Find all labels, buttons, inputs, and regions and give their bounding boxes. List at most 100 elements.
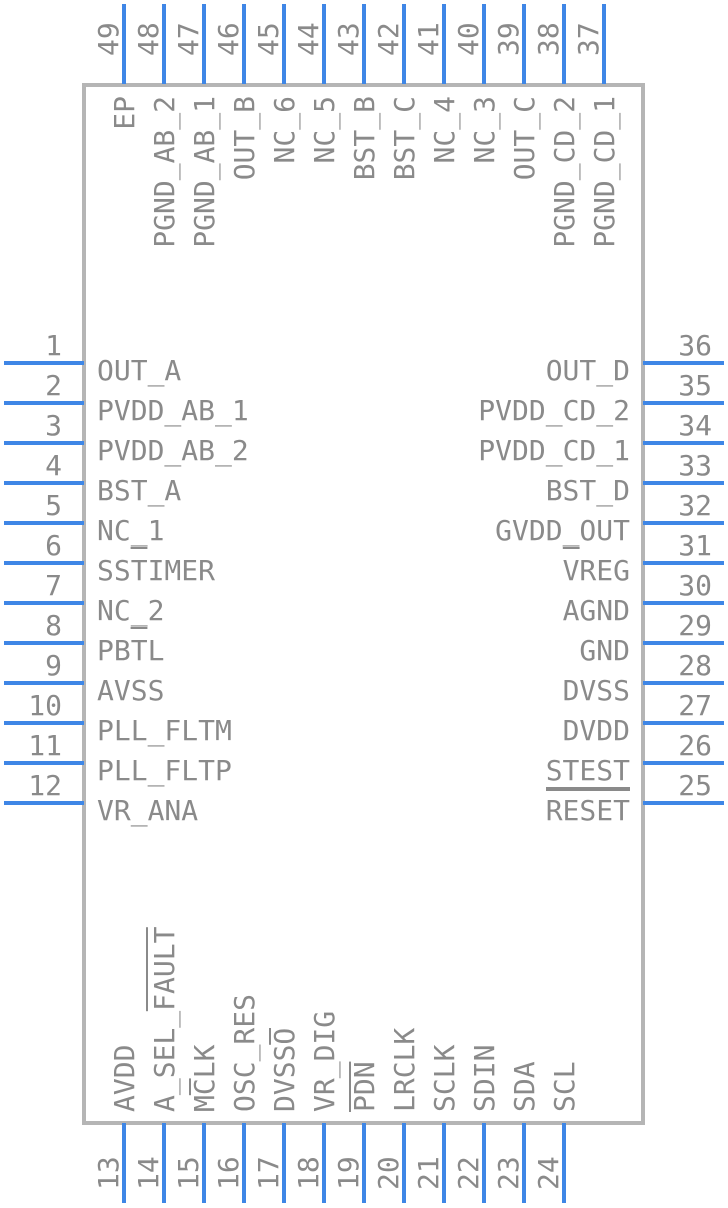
pin-number: 9 xyxy=(45,649,62,682)
pin-number: 24 xyxy=(532,1156,565,1190)
pin-label-dvdd: DVDD xyxy=(563,714,630,747)
pin-label-nc-4: NC_4 xyxy=(428,96,462,163)
pin-number: 5 xyxy=(45,489,62,522)
pin-label-pgnd-ab-1: PGND_AB_1 xyxy=(188,96,222,248)
pin-number: 31 xyxy=(678,529,712,562)
pin-number: 36 xyxy=(678,329,712,362)
pin-label-bst-d: BST_D xyxy=(546,474,630,508)
pin-label-gnd: GND xyxy=(579,634,630,667)
pin-number: 23 xyxy=(492,1156,525,1190)
pin-label-bst-a: BST_A xyxy=(97,474,181,508)
pin-label-osc-res: OSC_RES xyxy=(228,994,262,1112)
pin-label-sdin: SDIN xyxy=(468,1045,501,1112)
pin-label-scl: SCL xyxy=(548,1061,581,1112)
pin-label-dvss: DVSS xyxy=(563,674,630,707)
pin-number: 35 xyxy=(678,369,712,402)
pin-label-avdd: AVDD xyxy=(108,1045,141,1112)
pin-number: 46 xyxy=(212,22,245,56)
bottom-pins: 13AVDD14A_SEL_FAULT15MCLK16OSC_RES17DVSS… xyxy=(92,926,581,1203)
pin-number: 15 xyxy=(172,1156,205,1190)
pin-number: 34 xyxy=(678,409,712,442)
pin-label-pvdd-cd-2: PVDD_CD_2 xyxy=(478,394,630,428)
pin-label-pvdd-ab-1: PVDD_AB_1 xyxy=(97,394,249,428)
pin-number: 25 xyxy=(678,769,712,802)
pin-label-pgnd-ab-2: PGND_AB_2 xyxy=(148,96,182,248)
pin-label-sclk: SCLK xyxy=(428,1044,461,1112)
pin-label-gvdd-out: GVDD_OUT xyxy=(495,514,630,548)
pin-label-pvdd-cd-1: PVDD_CD_1 xyxy=(478,434,630,468)
pin-label-pgnd-cd-1: PGND_CD_1 xyxy=(588,96,622,248)
pin-label-nc-2: NC_2 xyxy=(97,594,164,628)
pin-number: 42 xyxy=(372,22,405,56)
pin-label-out-c: OUT_C xyxy=(508,96,542,180)
pin-number: 27 xyxy=(678,689,712,722)
pin-label-out-a: OUT_A xyxy=(97,354,181,388)
pin-label-vr-ana: VR_ANA xyxy=(97,794,198,828)
pin-number: 6 xyxy=(45,529,62,562)
pin-label-vr-dig: VR_DIG xyxy=(308,1011,342,1112)
pin-label-a-sel-fault: A_SEL_FAULT xyxy=(148,926,182,1112)
pin-label-pbtl: PBTL xyxy=(97,634,164,667)
pin-number: 12 xyxy=(28,769,62,802)
pin-label-nc-1: NC_1 xyxy=(97,514,164,548)
pin-label-stest: STEST xyxy=(546,754,630,787)
pin-number: 45 xyxy=(252,22,285,56)
pin-number: 22 xyxy=(452,1156,485,1190)
pin-label-nc-5: NC_5 xyxy=(308,96,342,163)
pin-number: 37 xyxy=(572,22,605,56)
pin-number: 1 xyxy=(45,329,62,362)
pin-label-out-d: OUT_D xyxy=(546,354,630,388)
pin-number: 48 xyxy=(132,22,165,56)
pin-number: 32 xyxy=(678,489,712,522)
pin-number: 4 xyxy=(45,449,62,482)
pin-label-sda: SDA xyxy=(508,1061,541,1112)
pin-number: 13 xyxy=(92,1156,125,1190)
pin-number: 11 xyxy=(28,729,62,762)
pin-label-pgnd-cd-2: PGND_CD_2 xyxy=(548,96,582,248)
pin-number: 3 xyxy=(45,409,62,442)
pin-number: 49 xyxy=(92,22,125,56)
pin-number: 38 xyxy=(532,22,565,56)
pin-number: 44 xyxy=(292,22,325,56)
pin-number: 18 xyxy=(292,1156,325,1190)
pin-number: 26 xyxy=(678,729,712,762)
pin-label-pvdd-ab-2: PVDD_AB_2 xyxy=(97,434,249,468)
pin-label-reset: RESET xyxy=(546,794,630,827)
pin-number: 8 xyxy=(45,609,62,642)
pin-number: 41 xyxy=(412,22,445,56)
pin-label-pll-fltm: PLL_FLTM xyxy=(97,714,232,748)
pin-number: 47 xyxy=(172,22,205,56)
pin-label-nc-3: NC_3 xyxy=(468,96,502,163)
pin-number: 17 xyxy=(252,1156,285,1190)
pin-label-bst-c: BST_C xyxy=(388,96,422,180)
pin-number: 2 xyxy=(45,369,62,402)
pin-label-avss: AVSS xyxy=(97,674,164,707)
pin-number: 29 xyxy=(678,609,712,642)
pin-number: 10 xyxy=(28,689,62,722)
pin-number: 28 xyxy=(678,649,712,682)
pin-label-pdn: PDN xyxy=(348,1061,381,1112)
pin-number: 14 xyxy=(132,1156,165,1190)
pin-label-vreg: VREG xyxy=(563,554,630,587)
pin-label-out-b: OUT_B xyxy=(228,96,262,180)
pin-label-ep: EP xyxy=(108,96,141,130)
pin-label-bst-b: BST_B xyxy=(348,96,382,180)
active-low-overlines xyxy=(130,547,630,1112)
pin-number: 40 xyxy=(452,22,485,56)
pin-number: 16 xyxy=(212,1156,245,1190)
pin-label-agnd: AGND xyxy=(563,594,630,627)
pin-label-sstimer: SSTIMER xyxy=(97,554,215,587)
pin-label-pll-fltp: PLL_FLTP xyxy=(97,754,232,788)
ic-body xyxy=(82,83,645,1125)
pin-number: 39 xyxy=(492,22,525,56)
pin-number: 19 xyxy=(332,1156,365,1190)
pin-number: 7 xyxy=(45,569,62,602)
pin-number: 43 xyxy=(332,22,365,56)
pin-number: 30 xyxy=(678,569,712,602)
pin-label-nc-6: NC_6 xyxy=(268,96,302,163)
pin-label-mclk: MCLK xyxy=(188,1044,221,1112)
pin-number: 21 xyxy=(412,1156,445,1190)
